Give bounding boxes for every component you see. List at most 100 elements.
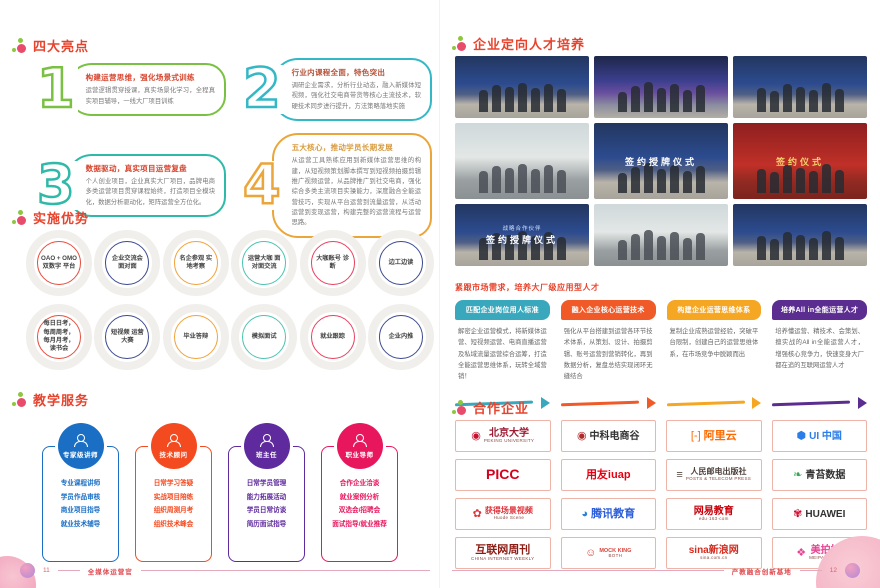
service-item: 就业案例分析 bbox=[339, 493, 380, 501]
ceremony-photo bbox=[455, 56, 589, 118]
footer-right: 产教融合创新基地 12 bbox=[452, 563, 860, 578]
pathway-body: 复制企业成熟运营经验，突破平台限制，创建自己的运营思维体系，在市场竞争中脱颖而出 bbox=[669, 328, 759, 358]
service-card: 职业导师 合作企业洽谈就业案例分析双选会/招聘会面试指导/就业推荐 bbox=[321, 423, 398, 562]
people-silhouettes bbox=[455, 83, 589, 112]
highlight-number: 1 bbox=[34, 61, 78, 117]
logo-icon: ✿ bbox=[472, 507, 482, 520]
dot-cluster-icon bbox=[452, 35, 467, 52]
advantage-circle: OAO + OMO 双数字 平台 bbox=[26, 230, 92, 296]
logo-icon: ◉ bbox=[471, 429, 481, 442]
people-silhouettes bbox=[594, 163, 728, 193]
arrow-icon bbox=[560, 397, 656, 409]
logo-subtext: PEKING UNIVERSITY bbox=[483, 438, 535, 444]
highlight-bubble: 构建运营思维，强化场景式训练 运营逻辑贯穿授课，真实场景化学习，全程真实项目辅导… bbox=[65, 63, 226, 116]
advantage-label: 模拟面试 bbox=[242, 315, 287, 359]
highlight-number: 2 bbox=[240, 61, 284, 117]
ceremony-photo bbox=[733, 56, 867, 118]
service-role: 班主任 bbox=[256, 451, 277, 459]
highlight-item: 2 行业内课程全面，特色突出 调研企业需求，分析行业动态，融入新媒体短视频，强化… bbox=[240, 58, 432, 122]
pathway-body: 解密企业运营模式，将新媒体运营、短视频运营、电商直播运营及私域流量运营综合运筹，… bbox=[458, 328, 547, 381]
service-item: 面试指导/就业推荐 bbox=[332, 520, 387, 528]
logo-icon: ≡ bbox=[676, 468, 683, 481]
section-title-advantages: 实施优势 bbox=[12, 208, 89, 227]
highlight-title: 行业内课程全面，特色突出 bbox=[291, 68, 386, 77]
footer-ball-icon bbox=[20, 563, 35, 578]
services-cards: 专家级讲师 专业课程讲师学员作品审核商业项目指导就业技术辅导 技术顾问 日常学习… bbox=[42, 423, 398, 562]
service-item: 实战项目陪练 bbox=[153, 493, 194, 501]
highlight-body: 运营逻辑贯穿授课，真实场景化学习，全程真实项目辅导，一线大厂项目训练 bbox=[85, 87, 215, 105]
partner-logo-posts-telecom-press: ≡ 人民邮电出版社 POSTS & TELECOM PRESS bbox=[666, 459, 762, 491]
highlight-title: 五大核心，推动学员长期发展 bbox=[291, 143, 393, 153]
logo-text: 中科电商谷 bbox=[589, 430, 640, 442]
partner-logo-ui-china: ⬢ UI 中国 bbox=[771, 420, 867, 452]
advantage-label: 边工边读 bbox=[378, 241, 423, 285]
pathway-header: 构建企业运营思维体系 bbox=[666, 300, 762, 320]
logo-text: 北京大学 bbox=[489, 428, 530, 440]
logo-text: MOCK KING bbox=[599, 547, 632, 554]
advantage-label: 运营大咖 面对面交流 bbox=[242, 241, 287, 285]
ceremony-photo: 战略合作伙伴 签约授牌仪式 bbox=[455, 204, 589, 266]
logo-text: 用友iuap bbox=[585, 468, 631, 481]
page-right: 企业定向人才培养 签约授牌仪式 签约仪式 战略合作伙伴 签约授牌仪式 bbox=[440, 0, 880, 588]
highlight-body: 个人创业项目，企业真实大厂项目，品牌电商多类运营项目贯穿课程始终，打造项目全模块… bbox=[85, 177, 215, 206]
advantage-label: 短视频 运营大赛 bbox=[105, 315, 150, 359]
service-card: 技术顾问 日常学习答疑实战项目陪练组织周测月考组织技术峰会 bbox=[135, 423, 212, 562]
logo-icon: [-] bbox=[690, 429, 701, 442]
footer-ball-icon bbox=[845, 563, 860, 578]
partner-logo-picc: PICC bbox=[455, 459, 551, 491]
logo-text: UI 中国 bbox=[809, 430, 842, 442]
service-item: 能力拓展活动 bbox=[246, 493, 287, 501]
partner-logo-qingtai-data: ❧ 青苔数据 bbox=[771, 459, 867, 491]
logo-subtext: CHINA INTERNET WEEKLY bbox=[471, 555, 535, 561]
advantage-circle: 运营大咖 面对面交流 bbox=[231, 230, 298, 296]
advantage-label: 就业跟踪 bbox=[310, 315, 355, 359]
logo-text: 阿里云 bbox=[703, 429, 737, 442]
service-items: 日常学员管理能力拓展活动学员日常访谈简历面试指导 bbox=[233, 477, 300, 531]
partner-logo-peking-university: ◉ 北京大学 PEKING UNIVERSITY bbox=[455, 420, 551, 452]
pathway-column: 构建企业运营思维体系 复制企业成熟运营经验，突破平台限制，创建自己的运营思维体系… bbox=[666, 300, 762, 409]
advantage-label: 名企参观 实地考察 bbox=[173, 241, 218, 285]
service-items: 专业课程讲师学员作品审核商业项目指导就业技术辅导 bbox=[47, 477, 114, 531]
partner-logo-sina: sina新浪网 sina.com.cn bbox=[666, 537, 762, 569]
logo-text: 美拍拍 bbox=[810, 545, 841, 557]
ceremony-photo bbox=[455, 123, 589, 199]
ceremony-photo-grid: 签约授牌仪式 签约仪式 战略合作伙伴 签约授牌仪式 bbox=[455, 56, 867, 266]
advantage-circle: 模拟面试 bbox=[231, 304, 298, 370]
people-silhouettes bbox=[594, 82, 728, 112]
partner-logo-huode-scene-video: ✿ 获得场景视频 Huode Scene bbox=[455, 498, 551, 530]
service-item: 学员作品审核 bbox=[60, 493, 101, 501]
partner-logo-tencent-education: ◕ 腾讯教育 bbox=[560, 498, 656, 530]
partner-logo-mock-king: ☺ MOCK KING BOTH bbox=[560, 537, 656, 569]
section-title-highlights: 四大亮点 bbox=[12, 36, 89, 55]
highlight-bubble: 数据驱动，真实项目运营复盘 个人创业项目，企业真实大厂项目，品牌电商多类运营项目… bbox=[65, 153, 226, 217]
section-title-training: 企业定向人才培养 bbox=[452, 34, 585, 53]
highlight-body: 从运营工具熟练应用到新媒体运营思维的构建，从短视频策划脚本撰写到短视频拍摄剪辑推… bbox=[291, 157, 421, 227]
pathway-header: 融入企业核心运营技术 bbox=[560, 300, 656, 320]
logo-text: PICC bbox=[486, 466, 520, 483]
logo-text: 网易教育 bbox=[693, 506, 734, 518]
service-items: 合作企业洽谈就业案例分析双选会/招聘会面试指导/就业推荐 bbox=[326, 477, 393, 531]
advantage-circle: 企业内推 bbox=[367, 304, 434, 370]
dot-cluster-icon bbox=[452, 399, 467, 416]
highlight-bubble: 行业内课程全面，特色突出 调研企业需求，分析行业动态，融入新媒体短视频，强化社交… bbox=[271, 58, 432, 122]
section-title-partners: 合作企业 bbox=[452, 398, 529, 417]
dot-cluster-icon bbox=[12, 209, 27, 226]
highlight-body: 调研企业需求，分析行业动态，融入新媒体短视频，强化社交电商带货等核心主流技术，软… bbox=[291, 82, 421, 110]
advantage-label: 企业交流会 面对面 bbox=[105, 241, 150, 285]
advantage-circle: 每日日考， 每周周考， 每月月考， 读书会 bbox=[26, 304, 92, 370]
logo-icon: ◕ bbox=[581, 507, 589, 520]
section-title-services: 教学服务 bbox=[12, 390, 89, 409]
advantages-row-1: OAO + OMO 双数字 平台 企业交流会 面对面 名企参观 实地考察 运营大… bbox=[26, 230, 434, 296]
advantage-label: 每日日考， 每周周考， 每月月考， 读书会 bbox=[37, 315, 81, 359]
advantage-circle: 就业跟踪 bbox=[299, 304, 366, 370]
photo-caption: 签约仪式 bbox=[775, 157, 824, 167]
people-silhouettes bbox=[733, 83, 867, 112]
logo-subtext: Huode Scene bbox=[493, 514, 525, 520]
ceremony-photo bbox=[594, 204, 728, 266]
logo-text: HUAWEI bbox=[805, 508, 846, 520]
logo-subtext: BOTH bbox=[608, 552, 623, 558]
advantage-label: 企业内推 bbox=[378, 315, 423, 359]
photo-caption: 签约授牌仪式 bbox=[485, 235, 558, 245]
pathway-body: 强化从平台搭建到运营各环节技术体系，从策划、设计、拍摄剪辑、账号运营到营销转化，… bbox=[563, 328, 653, 381]
arrow-icon bbox=[772, 397, 867, 409]
